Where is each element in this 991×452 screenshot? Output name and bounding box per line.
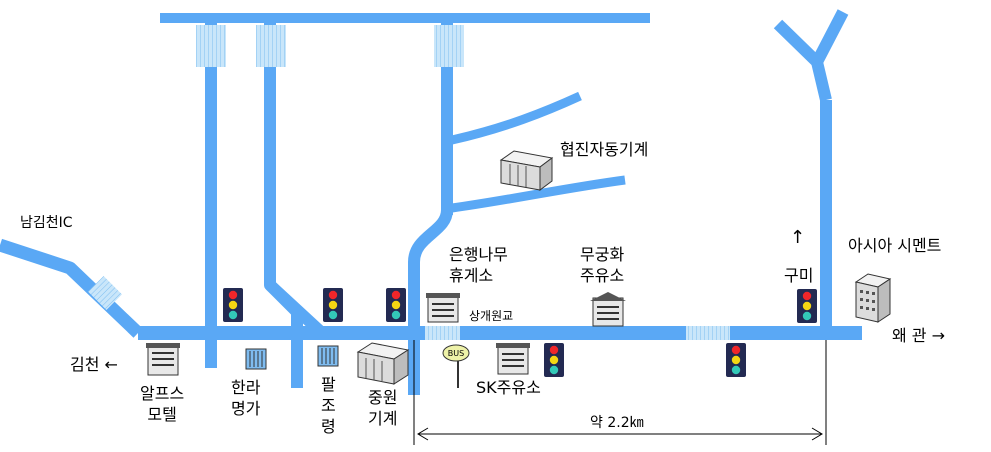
signal-icon <box>797 289 817 323</box>
signal-icon <box>544 343 564 377</box>
svg-text:BUS: BUS <box>448 349 464 358</box>
ic-ramp <box>0 238 143 338</box>
road-diag <box>265 280 327 338</box>
building-jungwon <box>356 342 410 385</box>
bridge-1 <box>196 25 226 67</box>
label-asia-cement: 아시아 시멘트 <box>848 236 942 255</box>
label-distance: 약 2.2㎞ <box>590 415 644 431</box>
label-gimcheon-text: 김천 <box>70 355 100 374</box>
distance-marker <box>413 340 827 445</box>
label-waegwan-text: 왜 관 <box>892 326 927 345</box>
building-asia-cement <box>854 273 892 323</box>
label-hyeopjin: 협진자동기계 <box>560 140 649 159</box>
road-jungwon <box>408 209 453 395</box>
label-halla: 한라 명가 <box>231 378 261 418</box>
label-jungwon: 중원 기계 <box>368 388 398 428</box>
label-gimcheon: 김천 ← <box>70 355 118 375</box>
fork-right <box>811 9 849 65</box>
bridge-3 <box>434 25 464 67</box>
bridge-ramp <box>88 276 122 310</box>
label-paljoryeong: 팔 조 령 <box>321 375 336 436</box>
signal-icon <box>323 288 343 322</box>
building-sk <box>496 343 530 375</box>
label-eunhaengnamu: 은행나무 휴게소 <box>449 245 508 285</box>
signal-icon <box>223 288 243 322</box>
building-halla <box>245 348 267 370</box>
label-sk-station: SK주유소 <box>476 378 541 397</box>
building-alps <box>146 343 180 376</box>
signal-icon <box>386 288 406 322</box>
label-mugunghwa: 무궁화 주유소 <box>580 245 625 285</box>
bridge-sanggae <box>425 326 460 340</box>
bus-stop-icon: BUS <box>442 344 470 388</box>
left-arrow-icon: ← <box>104 355 118 374</box>
building-eunhaeng <box>426 293 460 323</box>
bridge-2 <box>256 25 286 67</box>
label-alps-motel: 알프스 모텔 <box>140 384 185 424</box>
label-gumi: 구미 <box>784 266 814 285</box>
up-arrow-icon: ↑ <box>790 227 806 248</box>
label-waegwan: 왜 관 → <box>892 326 945 346</box>
building-paljoryeong <box>317 345 339 367</box>
building-hyeopjin <box>499 150 554 191</box>
bridges <box>88 25 730 340</box>
label-sanggae-bridge: 상개원교 <box>466 309 517 323</box>
right-arrow-icon: → <box>931 326 946 345</box>
branch-upper <box>451 91 582 145</box>
bridge-east <box>686 326 730 340</box>
building-mugunghwa <box>590 292 626 327</box>
label-namgimcheon-ic: 남김천IC <box>20 215 73 231</box>
branch-lower <box>451 175 626 213</box>
signal-icon <box>726 343 746 377</box>
